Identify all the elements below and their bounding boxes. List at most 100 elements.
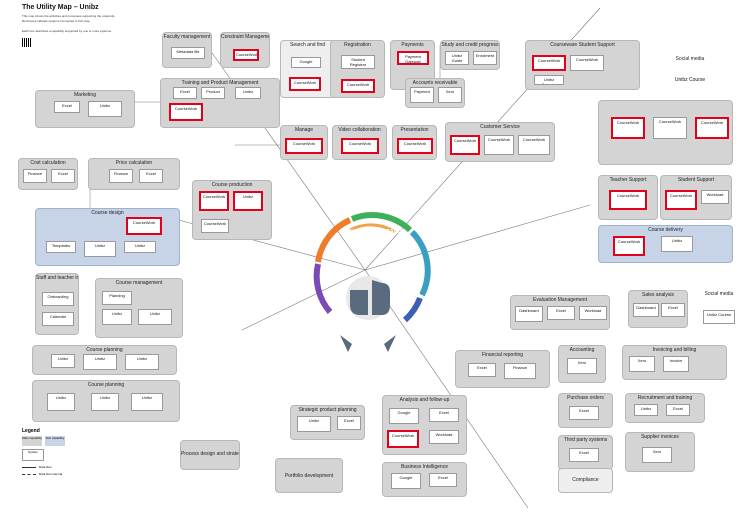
system-box[interactable]: Excel bbox=[337, 416, 361, 430]
system-box[interactable]: Unibz bbox=[88, 101, 122, 117]
system-box[interactable]: CourseWork bbox=[609, 190, 647, 210]
system-box[interactable]: Excel bbox=[666, 404, 690, 416]
system-box[interactable]: Calendar bbox=[42, 312, 74, 326]
system-box[interactable]: CourseWork bbox=[695, 117, 729, 139]
system-box[interactable]: Xero bbox=[438, 87, 462, 103]
system-box[interactable]: Unibz bbox=[131, 393, 163, 411]
system-box[interactable]: CourseWork bbox=[570, 55, 604, 71]
system-box[interactable]: CourseWork bbox=[653, 117, 687, 139]
group-course-evaluation: Course delivery CourseWork CourseWork Co… bbox=[598, 100, 733, 165]
system-box[interactable]: Excel bbox=[54, 101, 80, 113]
system-box[interactable]: Product bbox=[201, 87, 225, 99]
system-box[interactable]: Unibz bbox=[83, 354, 117, 370]
system-box[interactable]: CourseWork bbox=[613, 236, 645, 256]
process-wheel: MARKETING & SALES bbox=[313, 212, 431, 352]
system-box[interactable]: CourseWork bbox=[341, 138, 379, 154]
system-box[interactable]: CourseWork bbox=[289, 77, 321, 91]
system-box[interactable]: CourseWork bbox=[341, 79, 375, 93]
system-box[interactable]: Planning bbox=[102, 291, 132, 305]
system-box[interactable]: CourseWork bbox=[665, 190, 697, 210]
system-box[interactable]: Unibz Course bbox=[703, 310, 735, 324]
system-box[interactable]: Unibz bbox=[634, 404, 658, 416]
system-box[interactable]: Xero bbox=[567, 358, 597, 374]
system-box[interactable]: Unibz bbox=[661, 236, 693, 252]
system-box[interactable]: Excel bbox=[547, 306, 575, 320]
system-box[interactable]: Excel bbox=[139, 169, 163, 183]
system-box[interactable]: Google bbox=[391, 473, 421, 489]
system-box[interactable]: CourseWork bbox=[611, 117, 645, 139]
system-box[interactable]: Unibz bbox=[124, 241, 156, 253]
system-box[interactable]: Google bbox=[291, 57, 321, 68]
group-student-support: Student Support CourseWork Workload bbox=[660, 175, 732, 220]
system-box[interactable]: Unibz bbox=[51, 354, 75, 368]
system-box[interactable]: Templates bbox=[46, 241, 76, 253]
group-constraint-management: Constraint Management CourseWork bbox=[220, 32, 270, 68]
system-box[interactable]: Excel bbox=[429, 408, 459, 422]
group-staff-introduction: Staff and teacher introduction Onboardin… bbox=[35, 273, 79, 335]
system-box[interactable]: Unibz bbox=[47, 393, 75, 411]
system-box[interactable]: Excel bbox=[661, 303, 685, 317]
system-box[interactable]: Finance bbox=[504, 363, 536, 379]
system-box[interactable]: Unibz Guide bbox=[445, 51, 469, 65]
unibz-logo-icon bbox=[350, 280, 390, 315]
system-box[interactable]: Unibz bbox=[138, 309, 172, 325]
system-box[interactable]: Unibz bbox=[91, 393, 119, 411]
system-box[interactable]: Finance bbox=[109, 169, 133, 183]
system-box[interactable]: CourseWork bbox=[126, 217, 162, 235]
system-box[interactable]: CourseWork bbox=[199, 191, 229, 211]
system-box[interactable]: Unibz bbox=[235, 87, 261, 99]
group-title: Payments bbox=[401, 42, 424, 48]
system-box[interactable]: Excel bbox=[429, 473, 457, 487]
system-box[interactable]: Excel bbox=[173, 87, 197, 99]
system-box[interactable]: Unibz bbox=[84, 241, 116, 257]
system-box[interactable]: CourseWork bbox=[532, 55, 566, 71]
group-social-media-right: Social media Unibz Course bbox=[700, 290, 738, 330]
system-box[interactable]: Excel bbox=[468, 363, 496, 377]
system-box[interactable]: Workload bbox=[429, 430, 459, 444]
group-title: Course production bbox=[211, 182, 253, 188]
legend: Legend Main capability Sub capability Sy… bbox=[22, 428, 82, 503]
system-box[interactable]: CourseWork bbox=[169, 103, 203, 121]
group-title: Social media bbox=[704, 291, 734, 297]
system-box[interactable]: Unibz bbox=[233, 191, 263, 211]
system-box[interactable]: Unibz bbox=[125, 354, 159, 370]
system-box[interactable]: CourseWork bbox=[397, 138, 433, 154]
system-box[interactable]: Unibz Courses bbox=[534, 75, 564, 85]
system-box[interactable]: Enrolment bbox=[473, 51, 497, 65]
legend-title: Legend bbox=[22, 428, 40, 434]
system-box[interactable]: Excel bbox=[569, 406, 599, 420]
system-box[interactable]: Unibz bbox=[102, 309, 132, 325]
system-box[interactable]: CourseWork bbox=[387, 430, 419, 448]
system-box[interactable]: Metadata file bbox=[171, 47, 205, 59]
system-box[interactable]: Student Registrar bbox=[341, 55, 375, 69]
system-box[interactable]: Workload bbox=[701, 190, 729, 204]
group-course-production: Course production CourseWork Unibz Cours… bbox=[192, 180, 272, 240]
system-box[interactable]: CourseWork bbox=[518, 135, 550, 155]
system-box[interactable]: Dashboard bbox=[515, 306, 543, 322]
system-box[interactable]: Onboarding bbox=[42, 292, 74, 306]
system-box[interactable]: Payment bbox=[410, 87, 434, 103]
system-box[interactable]: CourseWork bbox=[450, 135, 480, 155]
system-box[interactable]: Finance bbox=[23, 169, 47, 183]
group-cost-calculation: Cost calculation Finance Excel bbox=[18, 158, 78, 190]
system-box[interactable]: CourseWork bbox=[201, 219, 229, 233]
group-customer-service: Customer Service CourseWork CourseWork C… bbox=[445, 122, 555, 162]
system-box[interactable]: Xero bbox=[629, 356, 655, 372]
system-box[interactable]: Xero bbox=[642, 447, 672, 463]
system-box[interactable]: CourseWork bbox=[285, 138, 323, 154]
system-box[interactable]: Excel bbox=[569, 448, 599, 462]
system-box[interactable]: CourseWork bbox=[233, 49, 259, 61]
system-box[interactable]: Payment Gateway bbox=[397, 51, 429, 65]
system-box[interactable]: Excel bbox=[51, 169, 75, 183]
system-box[interactable]: Workload bbox=[579, 306, 607, 320]
system-box[interactable]: Unibz Course bbox=[674, 77, 706, 83]
group-financial-reporting: Financial reporting Excel Finance bbox=[455, 350, 550, 388]
system-box[interactable]: Invoice bbox=[663, 356, 689, 372]
system-box[interactable]: Dashboard bbox=[633, 303, 659, 317]
group-title: Course design bbox=[91, 210, 124, 216]
system-box[interactable]: Unibz bbox=[297, 416, 331, 432]
legend-item: Main capability bbox=[22, 436, 42, 446]
system-box[interactable]: Google bbox=[389, 408, 419, 424]
system-box[interactable]: CourseWork bbox=[484, 135, 514, 155]
